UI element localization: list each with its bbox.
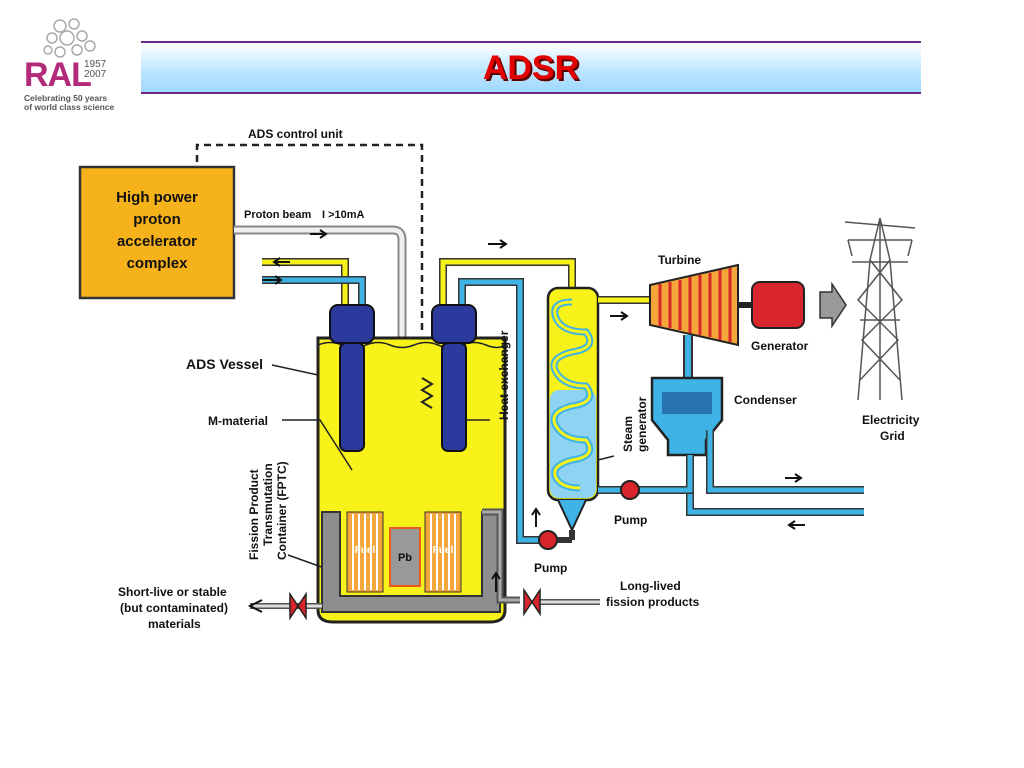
fptc-label-2: Transmutation <box>261 463 275 546</box>
condenser-label: Condenser <box>734 393 797 407</box>
short-lived-valve <box>289 591 307 621</box>
logo-tagline-2: of world class science <box>24 102 115 112</box>
logo-tagline-1: Celebrating 50 years <box>24 93 108 103</box>
steam-generator-label-1: Steam <box>621 416 635 452</box>
beam-spring-icon <box>420 377 434 409</box>
electricity-grid-label-1: Electricity <box>862 413 920 427</box>
logo-tagline: Celebrating 50 years of world class scie… <box>24 94 114 112</box>
pump-2-label: Pump <box>534 561 567 575</box>
electricity-pylon-icon <box>844 217 916 401</box>
turbine <box>649 263 739 347</box>
cooling-arrow-right-icon <box>785 473 803 483</box>
left-hx-cap <box>329 304 375 344</box>
cooling-arrow-left-icon <box>787 520 805 530</box>
accelerator-label-1: High power <box>116 189 198 206</box>
logo-years: 1957 2007 <box>84 60 106 80</box>
left-arrow-in-icon <box>262 275 283 285</box>
fptc-label-3: Container (FPTC) <box>275 461 289 560</box>
steam-generator-label-2: generator <box>635 396 649 452</box>
logo-year-start: 1957 <box>84 59 107 70</box>
fuel-right-label: Fuel <box>433 545 454 556</box>
short-lived-label-1: Short-live or stable <box>118 585 227 599</box>
control-unit-label: ADS control unit <box>248 127 343 141</box>
long-lived-label-2: fission products <box>606 595 700 609</box>
right-hx-cap <box>431 304 477 344</box>
proton-beam-label: Proton beam <box>244 209 311 221</box>
accelerator-label-2: proton <box>133 211 180 228</box>
logo-brand: RAL <box>24 56 92 94</box>
feedwater-line <box>598 455 694 494</box>
pump-1 <box>620 480 640 500</box>
cooling-out-line <box>686 455 864 516</box>
ads-vessel-label: ADS Vessel <box>186 356 263 372</box>
short-lived-label-3: materials <box>148 617 201 631</box>
ral-logo: RAL 1957 2007 Celebrating 50 years of wo… <box>22 16 132 112</box>
top-arrow-icon <box>488 239 508 249</box>
pump-arrow-icon <box>531 507 541 527</box>
sg-bottom <box>557 499 587 533</box>
fptc-label-1: Fission Product <box>247 469 261 560</box>
left-hx-tube <box>339 342 365 452</box>
accelerator-label-3: accelerator <box>117 233 197 250</box>
fuel-left-label: Fuel <box>355 545 376 556</box>
accelerator-box <box>78 165 236 300</box>
electricity-grid-label-2: Grid <box>880 429 905 443</box>
pb-target <box>389 527 421 587</box>
title-banner: ADSR <box>141 41 921 94</box>
fptc-label: Fission Product Transmutation Container … <box>247 461 289 560</box>
steam-arrow-icon <box>610 311 629 321</box>
pb-label: Pb <box>398 552 412 564</box>
cooling-in-line <box>706 430 864 494</box>
right-hx-tube <box>441 342 467 452</box>
generator-label: Generator <box>751 339 809 353</box>
long-lived-valve <box>523 587 541 617</box>
generator <box>751 281 805 329</box>
m-material-label: M-material <box>208 414 268 428</box>
fuel-left-assembly: Fuel <box>346 511 384 593</box>
control-unit-line <box>195 143 424 335</box>
pump-2 <box>538 530 558 550</box>
power-arrow-icon <box>819 281 847 329</box>
beam-arrow-icon <box>310 229 328 239</box>
page-title: ADSR <box>482 49 580 87</box>
fptc-up-arrow-icon <box>491 571 501 592</box>
left-hx-pipe-yellow <box>262 258 349 308</box>
logo-year-end: 2007 <box>84 69 107 80</box>
beam-current-label: I >10mA <box>322 209 365 221</box>
fuel-right-assembly: Fuel <box>424 511 462 593</box>
logo-circles-icon <box>43 18 96 58</box>
left-arrow-out-icon <box>272 257 290 267</box>
turbine-label: Turbine <box>658 253 701 267</box>
heat-exchanger-label: Heat exchanger <box>497 330 511 420</box>
long-lived-label-1: Long-lived <box>620 579 681 593</box>
pump-1-label: Pump <box>614 513 647 527</box>
accelerator-label-4: complex <box>127 255 189 272</box>
short-lived-arrow-icon <box>247 599 263 613</box>
short-lived-label-2: (but contaminated) <box>120 601 228 615</box>
